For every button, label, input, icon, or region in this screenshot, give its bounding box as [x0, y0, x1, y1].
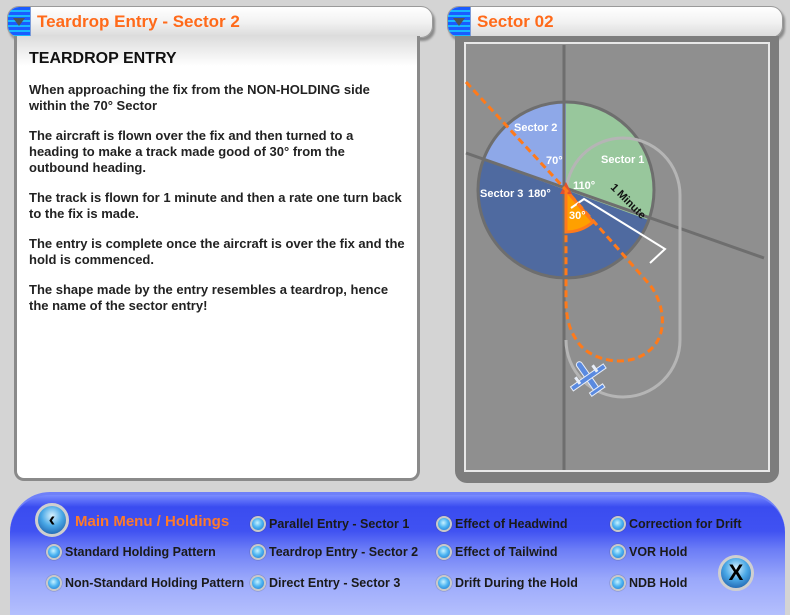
- bullet-icon: [610, 516, 626, 532]
- paragraph: The aircraft is flown over the fix and t…: [29, 128, 354, 175]
- dropdown-arrow-icon[interactable]: [448, 7, 471, 37]
- nav-drift-during-hold[interactable]: Drift During the Hold: [436, 575, 578, 591]
- close-icon: X: [728, 560, 744, 585]
- section-heading: TEARDROP ENTRY: [29, 50, 177, 67]
- paragraph: The track is flown for 1 minute and then…: [29, 190, 402, 221]
- paragraph: When approaching the fix from the NON-HO…: [29, 82, 370, 113]
- close-button[interactable]: X: [718, 555, 754, 591]
- angle-70-label: 70°: [546, 155, 563, 167]
- bottom-navigation-bar: [10, 492, 785, 615]
- text-panel: TEARDROP ENTRY When approaching the fix …: [14, 36, 420, 481]
- nav-ndb-hold[interactable]: NDB Hold: [610, 575, 687, 591]
- sector-1-wedge: [566, 102, 655, 221]
- nav-parallel-entry[interactable]: Parallel Entry - Sector 1: [250, 516, 409, 532]
- nav-effect-of-tailwind[interactable]: Effect of Tailwind: [436, 544, 558, 560]
- nav-non-standard-holding-pattern[interactable]: Non-Standard Holding Pattern: [46, 575, 244, 591]
- sector-boundary-line: [465, 151, 765, 260]
- diagram-panel: Sector 2 Sector 1 Sector 3 180° 70° 110°…: [455, 36, 779, 483]
- left-panel-title-bar: Teardrop Entry - Sector 2: [7, 6, 433, 38]
- back-button[interactable]: ‹: [35, 503, 69, 537]
- bullet-icon: [436, 575, 452, 591]
- sector-1-label: Sector 1: [601, 154, 644, 166]
- bullet-icon: [436, 544, 452, 560]
- bullet-icon: [610, 575, 626, 591]
- angle-30-label: 30°: [569, 210, 586, 222]
- paragraph: The shape made by the entry resembles a …: [29, 282, 389, 313]
- nav-standard-holding-pattern[interactable]: Standard Holding Pattern: [46, 544, 216, 560]
- sector-circle: [476, 100, 656, 280]
- paragraph: The entry is complete once the aircraft …: [29, 236, 405, 267]
- sector-3-label: Sector 3: [480, 188, 523, 200]
- chevron-left-icon: ‹: [48, 508, 56, 531]
- one-minute-bracket: [570, 197, 667, 264]
- main-menu-link[interactable]: Main Menu / Holdings: [75, 513, 230, 530]
- angle-180-label: 180°: [528, 188, 551, 200]
- nav-direct-entry[interactable]: Direct Entry - Sector 3: [250, 575, 400, 591]
- sector-2-label: Sector 2: [514, 122, 557, 134]
- right-panel-title-bar: Sector 02: [447, 6, 783, 38]
- nav-vor-hold[interactable]: VOR Hold: [610, 544, 687, 560]
- teardrop-diagram: Sector 2 Sector 1 Sector 3 180° 70° 110°…: [464, 42, 770, 472]
- right-panel-title: Sector 02: [477, 12, 554, 31]
- bullet-icon: [46, 575, 62, 591]
- bullet-icon: [436, 516, 452, 532]
- bullet-icon: [46, 544, 62, 560]
- bullet-icon: [250, 544, 266, 560]
- nav-effect-of-headwind[interactable]: Effect of Headwind: [436, 516, 568, 532]
- dropdown-arrow-icon[interactable]: [8, 7, 31, 37]
- angle-110-label: 110°: [573, 180, 595, 192]
- teardrop-entry-track: [464, 80, 664, 363]
- bullet-icon: [250, 516, 266, 532]
- left-panel-title: Teardrop Entry - Sector 2: [37, 12, 240, 31]
- nav-correction-for-drift[interactable]: Correction for Drift: [610, 516, 742, 532]
- nav-teardrop-entry[interactable]: Teardrop Entry - Sector 2: [250, 544, 418, 560]
- aircraft-icon: [569, 361, 607, 398]
- bullet-icon: [610, 544, 626, 560]
- bullet-icon: [250, 575, 266, 591]
